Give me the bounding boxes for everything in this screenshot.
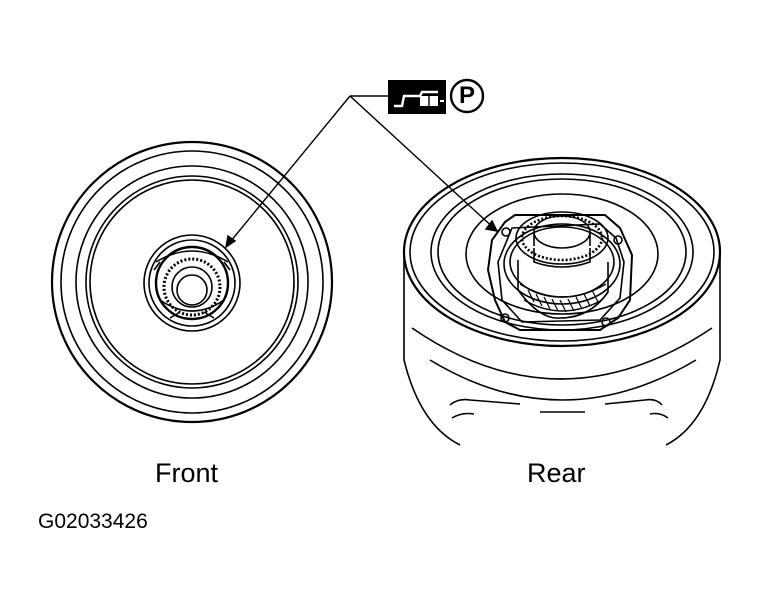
petroleum-jelly-letter: P — [458, 82, 476, 109]
rear-flange — [486, 214, 634, 331]
front-hub — [143, 234, 241, 332]
petroleum-jelly-badge — [449, 78, 485, 114]
rear-drum — [402, 156, 722, 446]
figure-code: G02033426 — [38, 510, 148, 533]
front-label: Front — [155, 458, 219, 488]
callout-leaders — [225, 95, 499, 249]
rear-shaft — [515, 211, 609, 319]
rear-label: Rear — [527, 458, 586, 488]
front-drum — [50, 140, 334, 424]
grease-apply-icon — [388, 80, 446, 114]
